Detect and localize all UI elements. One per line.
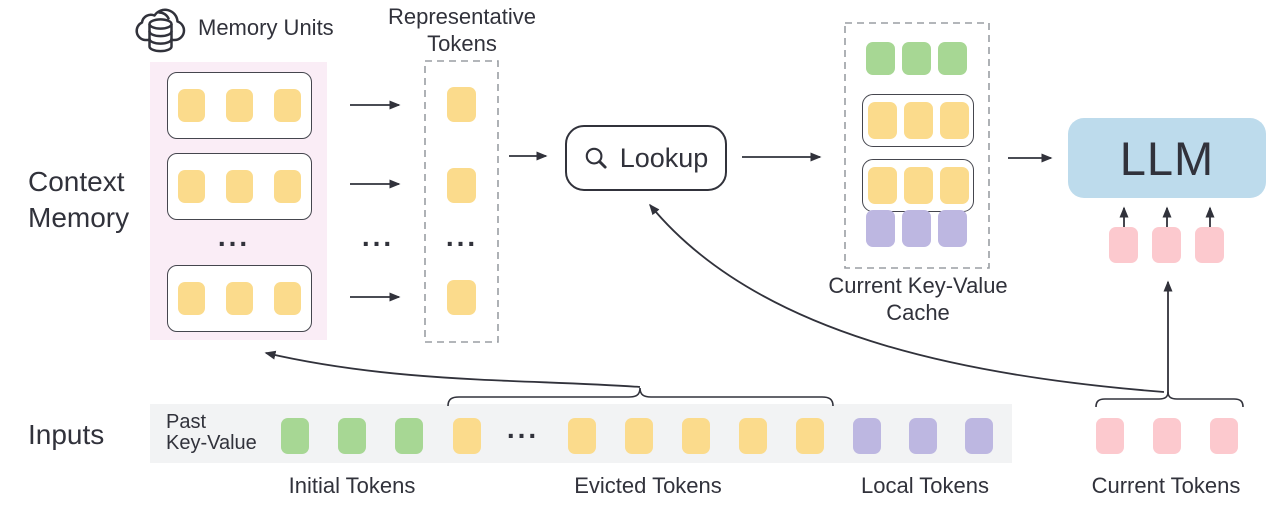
memory-token: [226, 282, 253, 315]
current-tokens-brace: [1095, 391, 1244, 408]
ellipsis: ...: [217, 221, 251, 252]
cache-evicted-token: [903, 102, 933, 139]
initial-token: [395, 418, 423, 454]
memory-token: [274, 170, 301, 203]
cache-evicted-token: [867, 167, 897, 204]
local-token: [909, 418, 937, 454]
cache-initial-row: [866, 42, 967, 75]
local-token: [853, 418, 881, 454]
initial-token: [338, 418, 366, 454]
memory-token: [226, 170, 253, 203]
current-token: [1153, 418, 1181, 454]
past-key-value-label: Past Key-Value: [166, 411, 257, 454]
cache-initial-token: [866, 42, 895, 75]
evicted-tokens-group: [568, 418, 824, 454]
current-token: [1210, 418, 1238, 454]
memory-token: [226, 89, 253, 122]
representative-token-slot: [447, 168, 476, 203]
inputs-label: Inputs: [28, 419, 105, 450]
evicted-token: [682, 418, 710, 454]
memory-token: [274, 89, 301, 122]
evicted-token: [796, 418, 824, 454]
llm-input-token: [1152, 227, 1181, 263]
cache-local-token: [902, 210, 931, 247]
llm-input-token: [1109, 227, 1138, 263]
representative-token: [447, 280, 476, 315]
database-icon: [148, 18, 173, 53]
memory-unit: [167, 153, 312, 220]
cache-local-row: [866, 210, 967, 247]
representative-token: [447, 168, 476, 203]
llm-input-tokens: [1109, 227, 1224, 263]
evicted-tokens-caption: Evicted Tokens: [574, 473, 722, 498]
memory-units-cloud-icon: [135, 8, 186, 53]
memory-unit: [167, 265, 312, 332]
cache-memory-unit: [862, 159, 974, 212]
memory-token: [178, 89, 205, 122]
memory-token: [178, 170, 205, 203]
search-icon: [585, 147, 607, 169]
context-memory-label: Context Memory: [28, 166, 130, 233]
initial-tokens-caption: Initial Tokens: [288, 473, 416, 498]
evicted-tokens-group: [453, 418, 481, 454]
llm-label: LLM: [1119, 131, 1215, 185]
evicted-token: [568, 418, 596, 454]
cache-local-token: [866, 210, 895, 247]
ellipsis: ...: [445, 221, 479, 252]
cache-evicted-token: [939, 102, 969, 139]
current-token: [1096, 418, 1124, 454]
cloud-swirl: [157, 11, 170, 20]
llm-input-token: [1195, 227, 1224, 263]
ellipsis: ...: [506, 413, 540, 444]
lookup-box: Lookup: [565, 125, 727, 191]
evicted-token: [625, 418, 653, 454]
local-tokens-group: [853, 418, 993, 454]
cache-initial-token: [902, 42, 931, 75]
current-kv-cache-label: Current Key-Value Cache: [828, 273, 1008, 325]
memory-token: [178, 282, 205, 315]
llm-box: LLM: [1068, 118, 1266, 198]
initial-token: [281, 418, 309, 454]
local-tokens-caption: Local Tokens: [860, 473, 990, 498]
cache-evicted-token: [939, 167, 969, 204]
memory-unit: [167, 72, 312, 139]
evicted-token: [453, 418, 481, 454]
memory-units-label: Memory Units: [198, 15, 334, 40]
representative-tokens-label: Representative Tokens: [388, 4, 536, 56]
ellipsis: ...: [361, 221, 395, 252]
cache-evicted-token: [867, 102, 897, 139]
representative-token-slot: [447, 87, 476, 122]
cache-initial-token: [938, 42, 967, 75]
representative-token: [447, 87, 476, 122]
current-tokens-caption: Current Tokens: [1091, 473, 1241, 498]
representative-token-slot: [447, 280, 476, 315]
current-tokens-group: [1096, 418, 1238, 454]
cache-evicted-token: [903, 167, 933, 204]
initial-tokens-group: [281, 418, 423, 454]
cache-memory-unit: [862, 94, 974, 147]
cache-local-token: [938, 210, 967, 247]
memory-token: [274, 282, 301, 315]
lookup-label: Lookup: [619, 142, 709, 173]
evicted-token: [739, 418, 767, 454]
local-token: [965, 418, 993, 454]
